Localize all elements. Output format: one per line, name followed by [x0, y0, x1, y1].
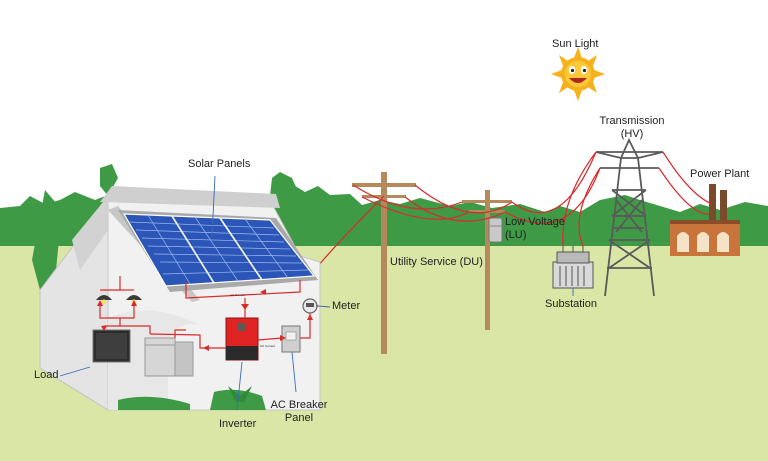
- power-plant-icon: [670, 184, 740, 256]
- label-ac-current-inverter: AC Current: [260, 344, 276, 348]
- tree-left: [32, 190, 62, 290]
- label-transmission-line2: (HV): [620, 128, 644, 140]
- ceiling-lamp-left: [96, 295, 112, 305]
- house-wiring: [99, 276, 318, 349]
- inverter-icon: [225, 317, 259, 361]
- wire-arrows: [97, 289, 313, 351]
- leader-lines: [59, 175, 574, 411]
- tree-roof: [100, 164, 118, 196]
- label-ac-breaker-line2: Panel: [284, 412, 314, 424]
- solar-panel-array: [122, 213, 316, 287]
- label-ac-current-panel: AC Current: [230, 293, 246, 297]
- label-ac-breaker: AC Breaker Panel: [268, 399, 330, 425]
- television-icon: [92, 329, 131, 363]
- sun-icon: [551, 47, 605, 101]
- label-low-voltage-line1: Low Voltage: [505, 216, 565, 228]
- substation-icon: [552, 246, 594, 289]
- label-utility-service: Utility Service (DU): [390, 256, 483, 268]
- transmission-tower: [595, 137, 664, 297]
- label-low-voltage: Low Voltage (LU): [505, 216, 565, 242]
- ac-breaker-panel-icon: [281, 325, 301, 353]
- label-transmission-line1: Transmission: [599, 115, 665, 127]
- label-ac-breaker-line1: AC Breaker: [270, 399, 328, 411]
- label-transmission: Transmission (HV): [592, 115, 672, 141]
- label-substation: Substation: [545, 298, 597, 310]
- overhead-wires: [317, 151, 713, 306]
- hill-tall: [270, 172, 300, 196]
- washing-machine-icon: [144, 337, 194, 377]
- meter-icon: [302, 298, 318, 314]
- label-solar-panels: Solar Panels: [188, 158, 251, 170]
- label-sun-light: Sun Light: [552, 38, 599, 50]
- label-load: Load: [34, 369, 59, 381]
- label-power-plant: Power Plant: [690, 168, 750, 180]
- label-inverter: Inverter: [219, 418, 257, 430]
- pole-transformer: [488, 217, 503, 243]
- label-meter: Meter: [332, 300, 361, 312]
- label-low-voltage-line2: (LU): [505, 229, 527, 241]
